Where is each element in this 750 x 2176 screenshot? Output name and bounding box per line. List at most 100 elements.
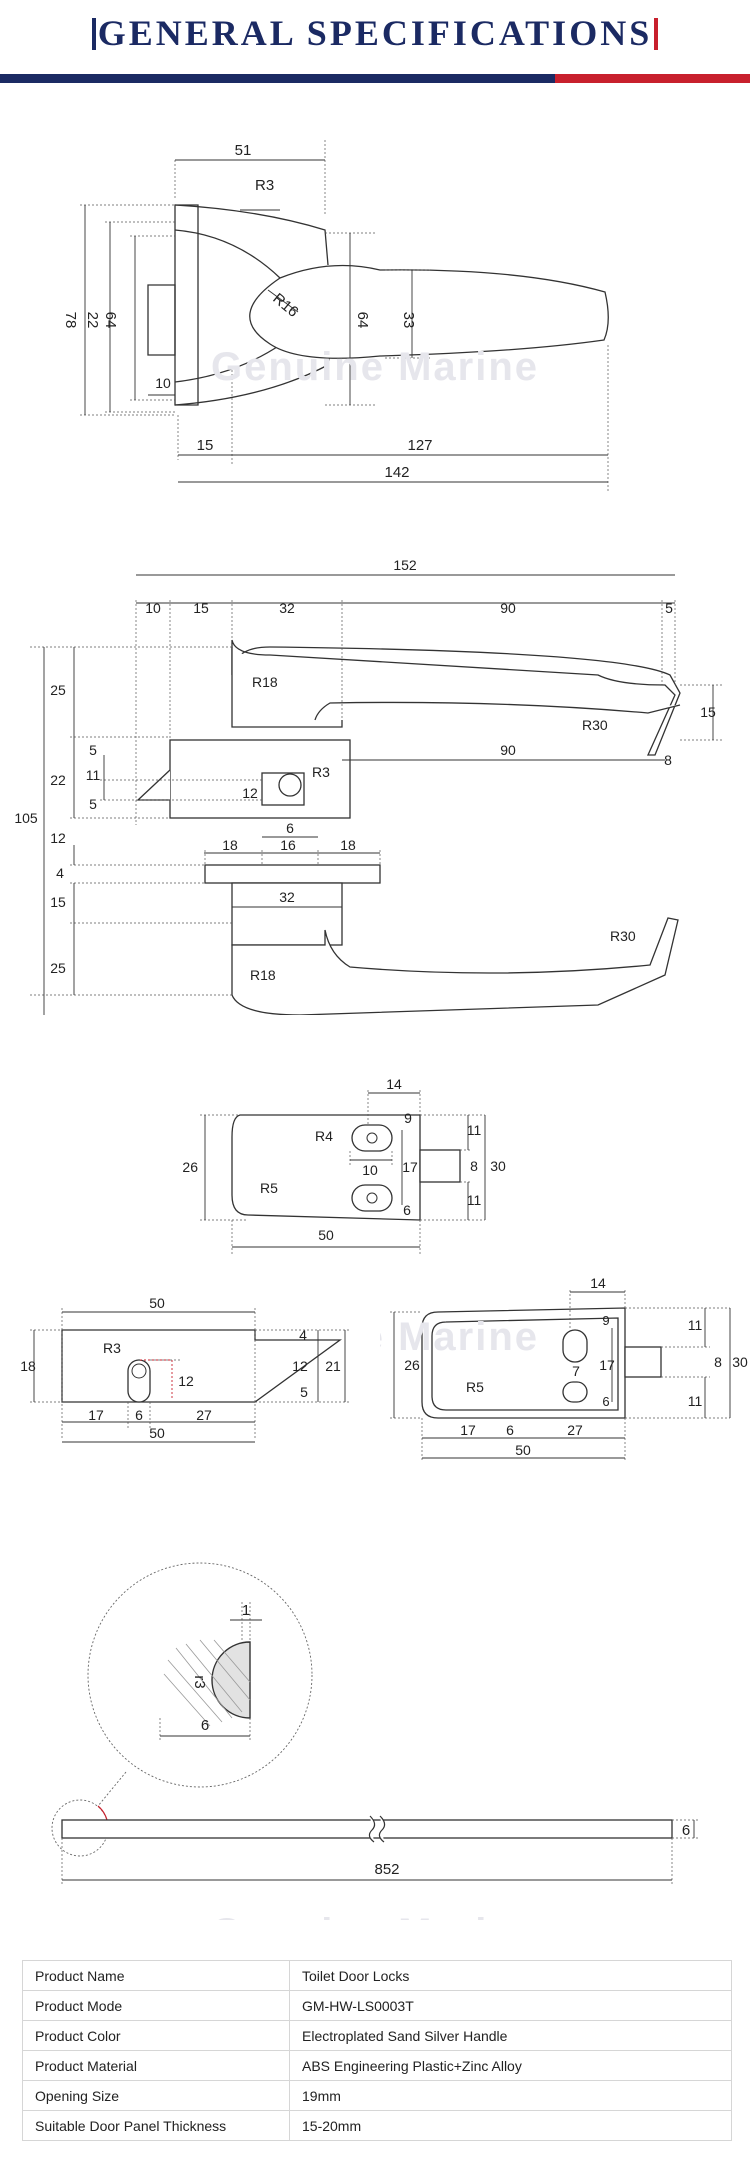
dim-8: 8 bbox=[470, 1158, 478, 1174]
dim-78: 78 bbox=[62, 312, 79, 329]
dim-6-right: 6 bbox=[602, 1394, 609, 1409]
dim-27: 27 bbox=[196, 1407, 212, 1423]
header-stripe-red bbox=[555, 74, 750, 83]
dim-6-bottom: 6 bbox=[506, 1422, 514, 1438]
spec-label: Product Material bbox=[22, 2050, 290, 2081]
dim-142: 142 bbox=[384, 464, 409, 481]
lock-body-drawing: 14 R4 9 26 11 10 17 8 30 R5 6 11 50 bbox=[182, 1076, 506, 1255]
dim-127: 127 bbox=[407, 437, 432, 454]
dim-12-b: 12 bbox=[50, 830, 66, 846]
spec-label: Product Mode bbox=[22, 1990, 290, 2021]
dim-51: 51 bbox=[235, 142, 252, 159]
dim-16: 16 bbox=[280, 837, 296, 853]
dim-11-top: 11 bbox=[467, 1122, 482, 1138]
dim-6: 6 bbox=[135, 1407, 143, 1423]
dim-30: 30 bbox=[490, 1158, 506, 1174]
dim-90-top: 90 bbox=[500, 600, 516, 616]
spec-value: Electroplated Sand Silver Handle bbox=[289, 2020, 732, 2051]
dim-15: 15 bbox=[193, 600, 209, 616]
dim-90-mid: 90 bbox=[500, 742, 516, 758]
dim-6: 6 bbox=[403, 1202, 411, 1218]
dim-25-top: 25 bbox=[50, 682, 66, 698]
dim-4: 4 bbox=[56, 865, 64, 881]
dim-33: 33 bbox=[400, 312, 417, 329]
page-title: GENERAL SPECIFICATIONS bbox=[97, 13, 653, 53]
spec-label: Product Color bbox=[22, 2020, 290, 2051]
cover-plate-drawing: 14 9 7 26 11 17 8 30 R5 6 11 17 6 27 50 … bbox=[380, 1275, 748, 1460]
dim-5: 5 bbox=[300, 1384, 308, 1400]
dim-12-mid: 12 bbox=[178, 1373, 194, 1389]
dim-1: 1 bbox=[242, 1602, 250, 1619]
dim-22: 22 bbox=[84, 312, 101, 329]
spec-value: 15-20mm bbox=[289, 2110, 732, 2141]
dim-25-bottom: 25 bbox=[50, 960, 66, 976]
dim-9: 9 bbox=[404, 1110, 412, 1126]
dim-6: 6 bbox=[201, 1717, 209, 1734]
dim-6: 6 bbox=[286, 820, 294, 836]
dim-17: 17 bbox=[599, 1357, 615, 1373]
dim-17-bottom: 17 bbox=[460, 1422, 476, 1438]
spec-label: Suitable Door Panel Thickness bbox=[22, 2110, 290, 2141]
dim-r5: R5 bbox=[466, 1379, 484, 1395]
dim-11-top: 11 bbox=[688, 1317, 703, 1333]
spec-value: ABS Engineering Plastic+Zinc Alloy bbox=[289, 2050, 732, 2081]
spec-value: 19mm bbox=[289, 2080, 732, 2111]
dim-r3: R3 bbox=[103, 1340, 121, 1356]
watermark: Genuine Marine bbox=[211, 345, 539, 389]
header-stripe-blue bbox=[0, 74, 555, 83]
dim-27: 27 bbox=[567, 1422, 583, 1438]
handle-top-view-drawing: 51 R3 R16 78 22 64 64 33 10 15 127 142 G… bbox=[62, 140, 609, 492]
spec-label: Opening Size bbox=[22, 2080, 290, 2111]
title-bar-right bbox=[654, 18, 658, 50]
dim-15: 15 bbox=[197, 437, 214, 454]
dim-11: 11 bbox=[86, 767, 101, 783]
dim-152: 152 bbox=[393, 557, 417, 573]
page-header: GENERAL SPECIFICATIONS bbox=[0, 0, 750, 72]
spindle-bar-drawing: 1 r3 6 6 852 Genuine Marine bbox=[51, 1562, 700, 1920]
dim-r30-top: R30 bbox=[582, 717, 608, 733]
dim-50: 50 bbox=[318, 1227, 334, 1243]
dim-9: 9 bbox=[602, 1313, 609, 1328]
dim-18: 18 bbox=[20, 1358, 36, 1374]
dim-32: 32 bbox=[279, 600, 295, 616]
dim-18-left: 18 bbox=[222, 837, 238, 853]
dim-12-a: 12 bbox=[242, 785, 258, 801]
dim-10: 10 bbox=[145, 600, 161, 616]
dim-26: 26 bbox=[404, 1357, 420, 1373]
dim-64-mid: 64 bbox=[354, 312, 371, 329]
dim-r30-bottom: R30 bbox=[610, 928, 636, 944]
dim-11-bottom: 11 bbox=[688, 1393, 703, 1409]
dim-4: 4 bbox=[299, 1327, 307, 1343]
dim-r18-bottom: R18 bbox=[250, 967, 276, 983]
spec-label: Product Name bbox=[22, 1960, 290, 1991]
dim-5-b: 5 bbox=[89, 796, 97, 812]
dim-7: 7 bbox=[572, 1363, 580, 1379]
dim-50: 50 bbox=[515, 1442, 531, 1458]
dim-32-low: 32 bbox=[279, 889, 295, 905]
dim-26: 26 bbox=[182, 1159, 198, 1175]
watermark-mid: Genuine Marine bbox=[380, 1315, 539, 1359]
dim-64-left: 64 bbox=[102, 312, 119, 329]
dim-5-top: 5 bbox=[665, 600, 673, 616]
dim-852: 852 bbox=[374, 1861, 399, 1878]
dim-22: 22 bbox=[50, 772, 66, 788]
dim-r4: R4 bbox=[315, 1128, 333, 1144]
dim-r3: R3 bbox=[312, 764, 330, 780]
watermark-bottom: Genuine Marine bbox=[211, 1911, 539, 1920]
dim-10: 10 bbox=[155, 375, 171, 391]
dim-30: 30 bbox=[732, 1354, 748, 1370]
dim-17: 17 bbox=[402, 1159, 418, 1175]
dim-105: 105 bbox=[14, 810, 38, 826]
dim-8: 8 bbox=[714, 1354, 722, 1370]
dim-50-top: 50 bbox=[149, 1295, 165, 1311]
dim-11-bottom: 11 bbox=[467, 1192, 482, 1208]
dim-14: 14 bbox=[386, 1076, 402, 1092]
dim-15-low: 15 bbox=[50, 894, 66, 910]
dim-6-right: 6 bbox=[682, 1822, 690, 1839]
dim-18-right: 18 bbox=[340, 837, 356, 853]
